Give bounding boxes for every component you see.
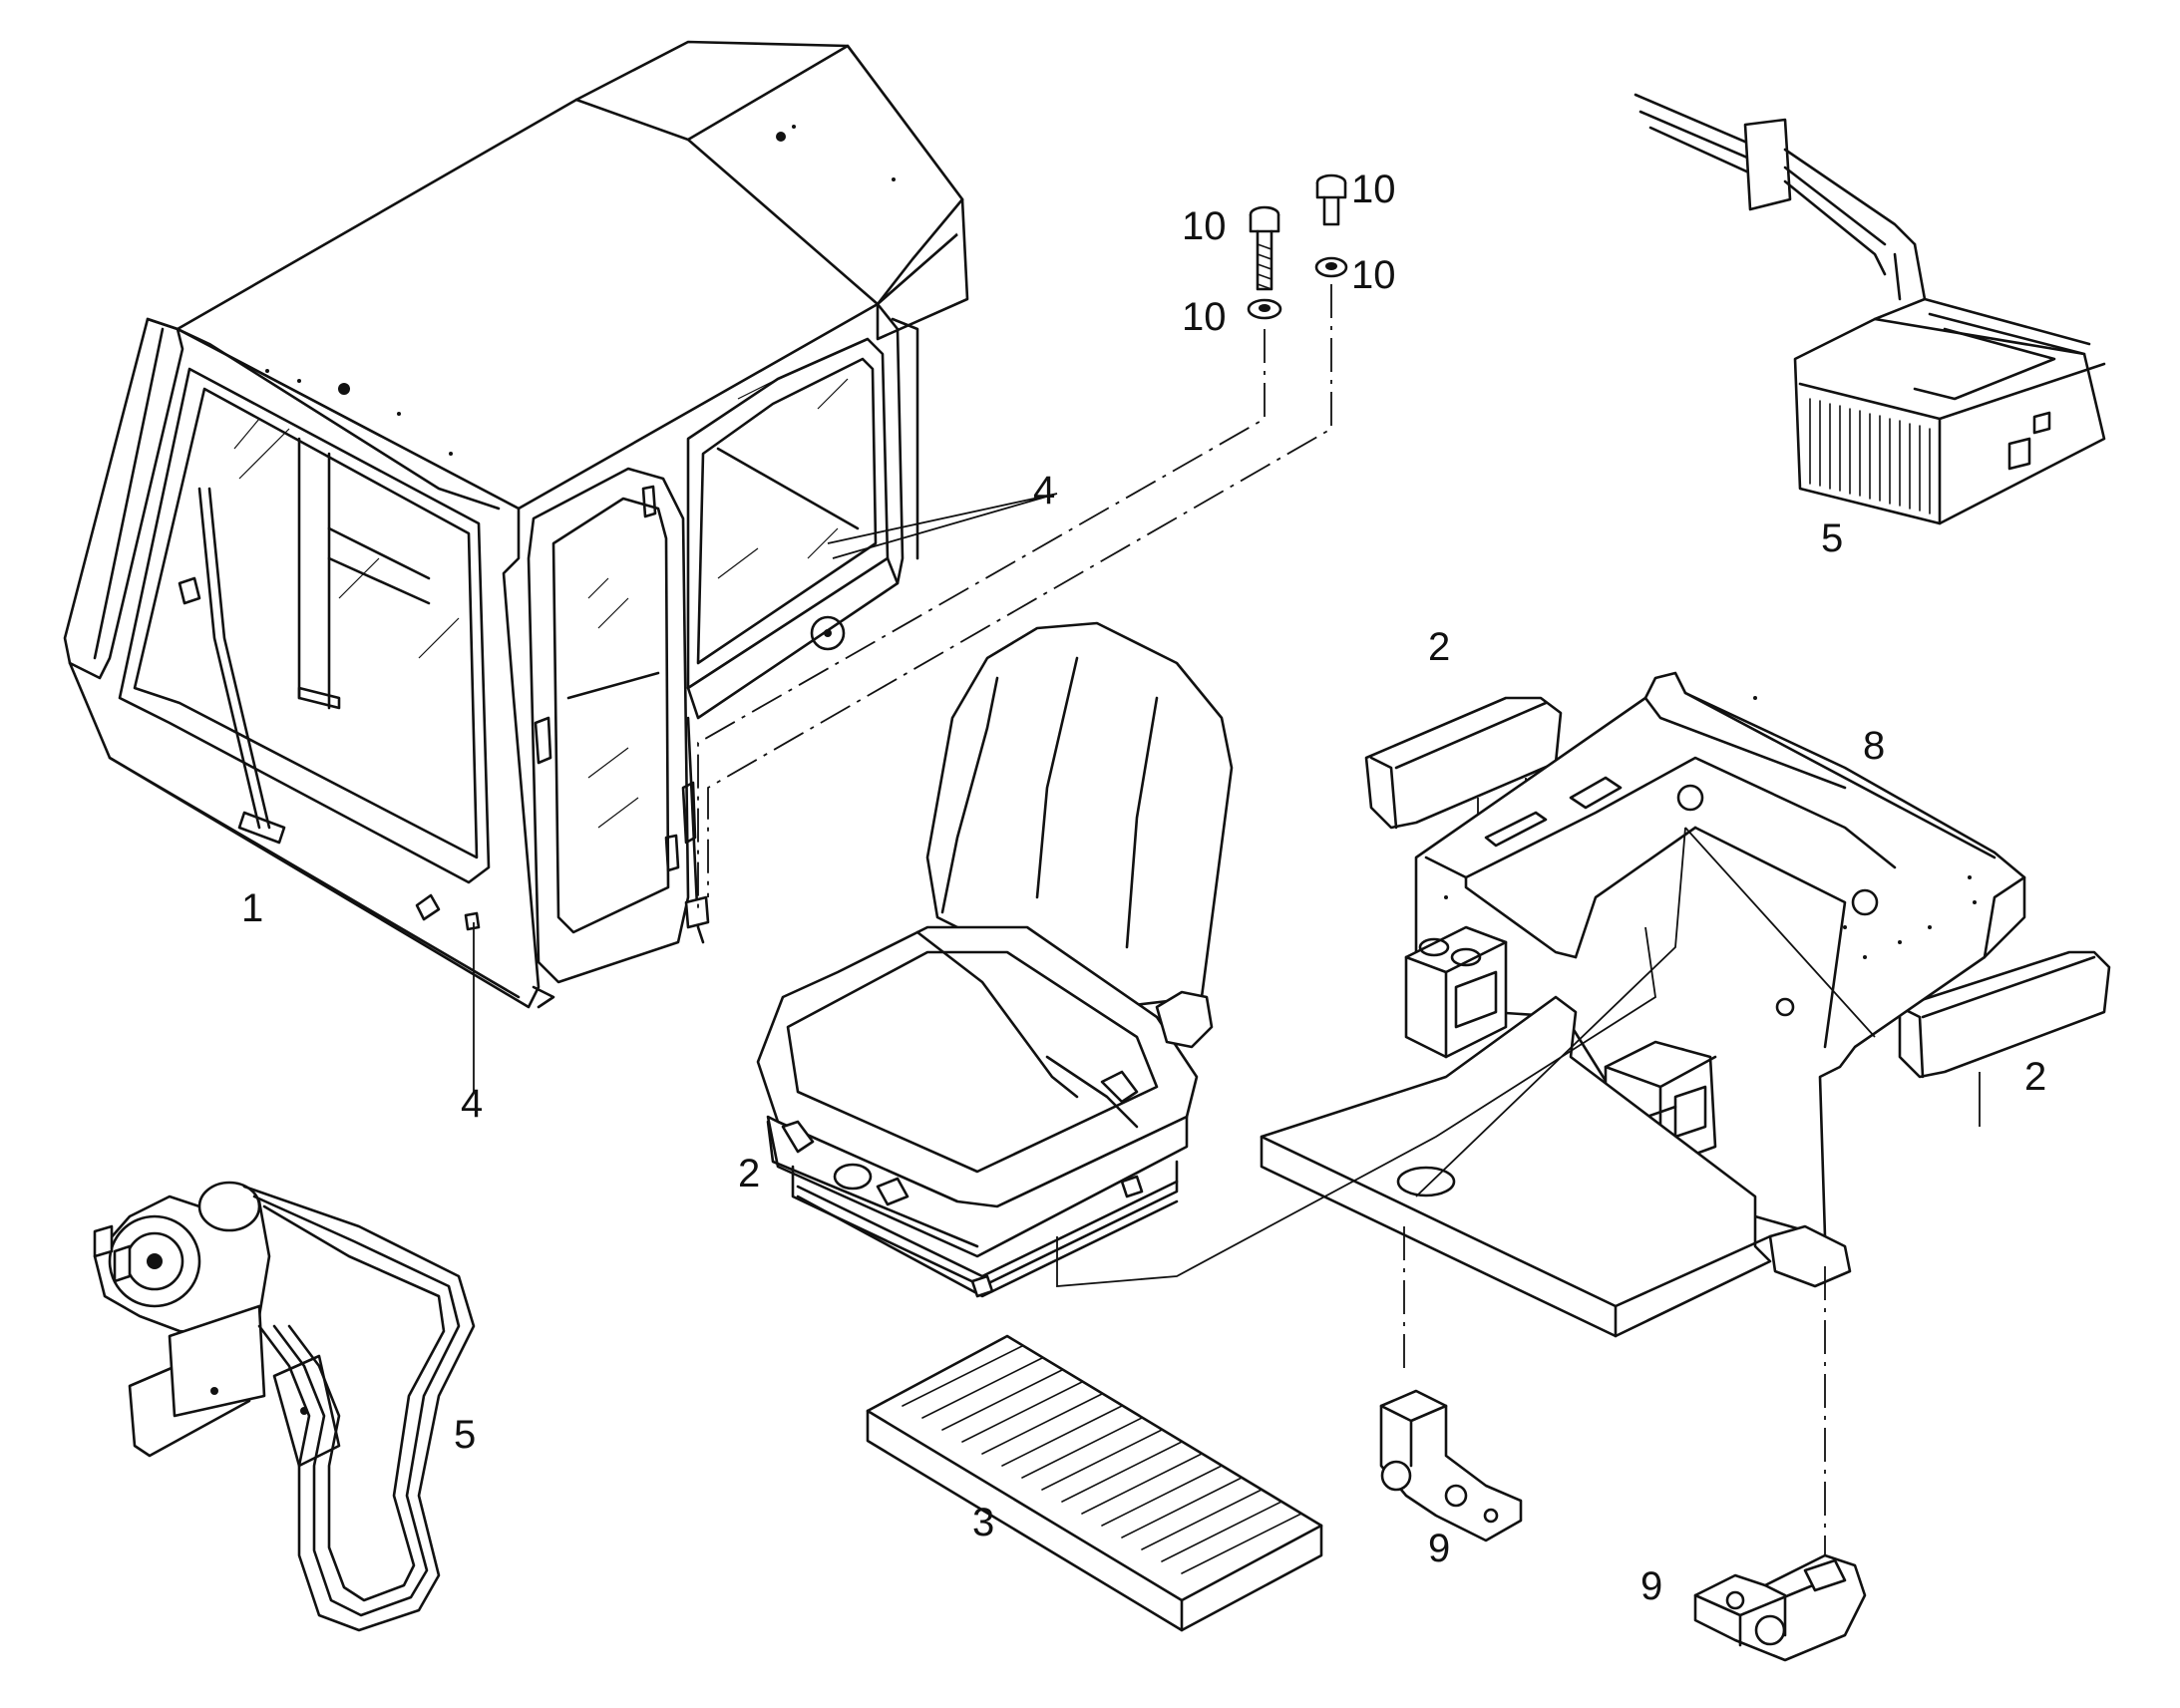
heater-unit xyxy=(1634,93,2106,525)
callout-5-compressor: 5 xyxy=(454,1413,476,1457)
compressor-belt-drive xyxy=(93,1181,476,1632)
callout-10-washer-left: 10 xyxy=(1182,295,1227,339)
rubber-mount-2 xyxy=(1693,1553,1867,1662)
callout-1: 1 xyxy=(241,886,263,930)
operator-cab xyxy=(63,40,969,1009)
armrest-pad-right xyxy=(1898,950,2111,1079)
operator-seat xyxy=(756,621,1234,1298)
floor-mat xyxy=(866,1334,1323,1632)
callout-4-window: 4 xyxy=(1033,469,1055,512)
callout-9-mount-2: 9 xyxy=(1640,1564,1662,1608)
callout-4-cab: 4 xyxy=(461,1082,483,1126)
callout-5-heater: 5 xyxy=(1821,516,1843,560)
callout-10-washer-right: 10 xyxy=(1351,253,1396,297)
callout-2-armrest-right: 2 xyxy=(2024,1055,2046,1099)
callout-8: 8 xyxy=(1863,724,1885,768)
callout-2-seat: 2 xyxy=(738,1152,760,1196)
bolts-washers xyxy=(1247,173,1348,320)
callout-3: 3 xyxy=(972,1501,994,1544)
callout-10-bolt-right: 10 xyxy=(1351,168,1396,211)
callout-2-armrest-left: 2 xyxy=(1428,625,1450,669)
rubber-mount-1 xyxy=(1379,1389,1523,1542)
callout-9-mount-1: 9 xyxy=(1428,1527,1450,1570)
callout-10-bolt-left: 10 xyxy=(1182,204,1227,248)
floor-plate xyxy=(1260,995,1852,1338)
callout-labels: 1 2 2 2 3 4 4 5 5 8 9 9 10 10 10 10 xyxy=(241,168,2046,1608)
